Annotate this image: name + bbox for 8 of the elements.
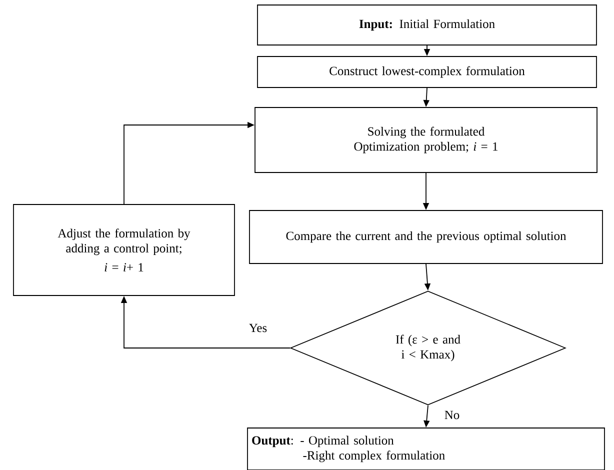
process-box: Construct lowest-complex formulation: [257, 56, 597, 88]
edge-label: No: [443, 410, 461, 420]
process-box: Adjust the formulation by adding a control point; i = i+ 1: [13, 204, 235, 296]
input-box: Input: Initial Formulation: [257, 4, 597, 46]
output-box: Output: - Optimal solution -Right complex formulation: [247, 428, 605, 470]
process-box: Solving the formulated Optimization problem; i = 1: [254, 107, 598, 173]
process-box: Compare the current and the previous optimal solution: [249, 210, 603, 264]
edge-label: Yes: [248, 322, 268, 334]
